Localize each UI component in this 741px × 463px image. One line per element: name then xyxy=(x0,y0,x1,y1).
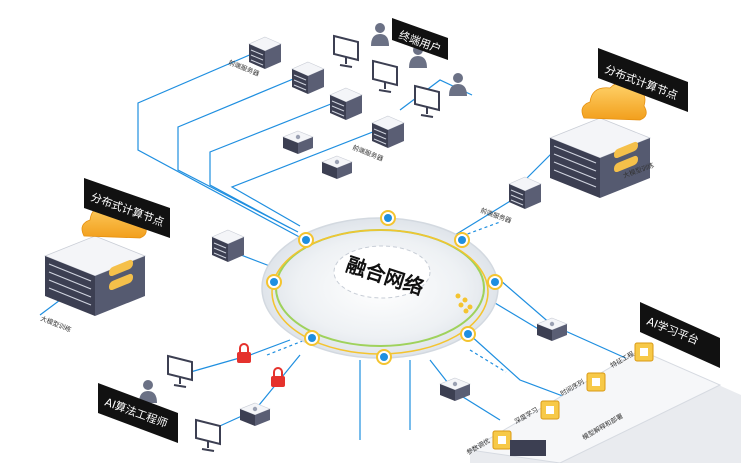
left-mid-server xyxy=(211,229,245,263)
frontend-server-right-label: 前端服务器 xyxy=(479,205,513,225)
hub-coin-icons xyxy=(455,293,473,314)
ai-engineer-group: AI算法工程师 xyxy=(98,343,285,452)
big-model-left-label: 大模型训练 xyxy=(39,314,73,335)
frontend-server-right: 前端服务器 xyxy=(479,176,542,225)
lock-icon xyxy=(237,343,251,363)
frontend-server-mid-label: 前端服务器 xyxy=(351,143,385,164)
ai-platform-switches xyxy=(439,317,568,456)
distributed-node-right: 分布式计算节点 大模型训练 xyxy=(549,48,688,199)
distributed-node-left: 分布式计算节点 大模型训练 xyxy=(39,178,170,334)
lock-icon-2 xyxy=(271,367,285,387)
dashed-links xyxy=(266,221,507,373)
ai-platform: AI学习平台 特征工程 时间序列 深度学习 参数调优 模型解释和部署 xyxy=(465,302,741,463)
